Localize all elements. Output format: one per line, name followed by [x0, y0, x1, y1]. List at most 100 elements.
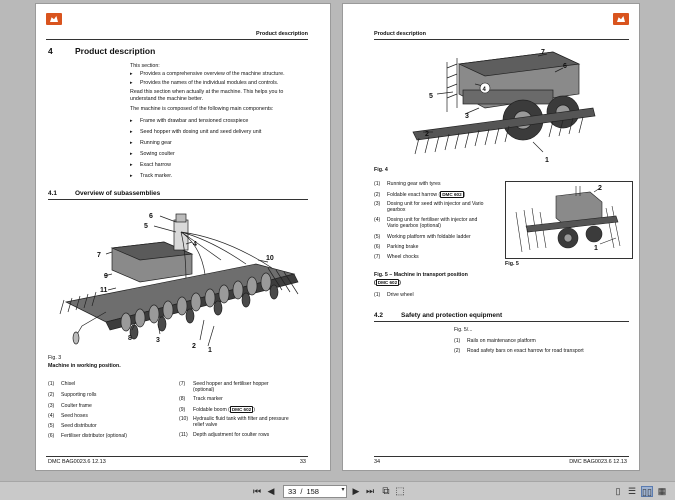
- section-rule: [48, 199, 308, 200]
- fig3-callout: 8: [128, 335, 132, 342]
- page-number-input[interactable]: 33/158: [283, 485, 347, 498]
- chapter-title: Product description: [75, 46, 156, 56]
- fig3-callout: 1: [208, 347, 212, 352]
- fig4-callout: 6: [563, 63, 567, 70]
- fig4-callout: 5: [429, 93, 433, 100]
- component-item: Track marker.: [130, 173, 172, 180]
- fit-page-icon[interactable]: ⧉: [382, 486, 390, 497]
- legend-item: (1)Drive wheel: [374, 292, 414, 298]
- legend-item: (11)Depth adjustment for coulter rows: [179, 432, 270, 438]
- legend-item: (7)Wheel chocks: [374, 254, 419, 260]
- section-rule: [374, 321, 629, 322]
- component-item: Seed hopper with dosing unit and seed de…: [130, 129, 261, 136]
- first-page-icon[interactable]: ⏮: [252, 486, 262, 496]
- fig4-label: Fig. 4: [374, 167, 388, 173]
- read-text: Read this section when actually at the m…: [130, 89, 284, 103]
- amazone-logo-icon: [46, 13, 62, 25]
- double-page-view-icon[interactable]: ▯▯: [641, 486, 653, 497]
- fig3-callout: 11: [100, 287, 108, 294]
- legend-item: (2)Supporting rolls: [48, 392, 97, 398]
- legend-item: (5)Seed distributor: [48, 423, 97, 429]
- fig4-callout: 1: [545, 157, 549, 164]
- model-badge: DMC 602: [229, 406, 254, 414]
- component-item: Exact harrow: [130, 162, 171, 169]
- footer-rule: [46, 456, 308, 457]
- header-rule: [374, 39, 629, 40]
- component-item: Sowing coulter: [130, 151, 175, 158]
- page-number: 33: [299, 459, 306, 465]
- component-item: Frame with drawbar and tensioned crosspi…: [130, 118, 248, 125]
- safety-fig-ref: Fig. 5/...: [454, 327, 473, 333]
- legend-item: (10)Hydraulic fluid tank with filter and…: [179, 416, 289, 429]
- legend-item: (1)Chisel: [48, 381, 76, 387]
- footer-rule: [374, 456, 629, 457]
- section-title: Overview of subassemblies: [75, 190, 161, 197]
- dropdown-icon[interactable]: ▾: [341, 487, 345, 493]
- fig4-callout: 3: [465, 113, 469, 120]
- section-number: 4.1: [48, 190, 58, 197]
- running-head: Product description: [374, 31, 426, 37]
- grid-view-icon[interactable]: ▦: [657, 486, 667, 496]
- fig5-machine-illustration: 2 1: [515, 185, 621, 253]
- last-page-icon[interactable]: ⏭: [365, 486, 375, 496]
- legend-item: (9)Foldable boom (DMC 602): [179, 406, 255, 414]
- fig3-caption: Machine in working position.: [48, 363, 121, 369]
- viewer-toolbar: ⏮ ◀ 33/158 ▾ ▶ ⏭ ⧉ ⬚ ▯ ☰ ▯▯ ▦: [0, 481, 675, 500]
- component-item: Running gear: [130, 140, 172, 147]
- components-intro: The machine is composed of the following…: [130, 106, 274, 112]
- intro-bullet: Provides the names of the individual mod…: [130, 80, 278, 87]
- legend-item: (6)Fertiliser distributor (optional): [48, 433, 127, 439]
- intro-text: This section:: [130, 63, 160, 69]
- footer-doc-id: DMC BAG0023.6 12.13: [48, 459, 106, 465]
- legend-item: (3)Dosing unit for seed with injector an…: [374, 201, 484, 214]
- fig4-machine-illustration: 7 6 5 4 3 2 1: [412, 49, 596, 164]
- next-page-icon[interactable]: ▶: [352, 486, 360, 496]
- fig4-callout: 2: [425, 131, 429, 138]
- fig3-callout: 10: [266, 255, 274, 262]
- amazone-logo-icon: [613, 13, 629, 25]
- right-page: Product description 7 6 5 4 3 2 1 Fig. 4…: [342, 3, 640, 471]
- running-head: Product description: [256, 31, 308, 37]
- fig3-callout: 5: [144, 223, 148, 230]
- fig5-callout: 2: [598, 185, 602, 192]
- legend-item: (3)Coulter frame: [48, 403, 92, 409]
- fit-width-icon[interactable]: ⬚: [395, 486, 405, 497]
- fig5-frame: 2 1: [505, 181, 633, 259]
- section-title: Safety and protection equipment: [401, 312, 503, 319]
- continuous-view-icon[interactable]: ☰: [627, 486, 637, 496]
- fig3-callout: 9: [104, 273, 108, 280]
- fig3-callout: 4: [193, 241, 197, 248]
- legend-item: (2)Foldable exact harrow (DMC 602): [374, 191, 466, 199]
- fig4-callout: 4: [483, 87, 487, 93]
- legend-item: (5)Working platform with foldable ladder: [374, 234, 471, 240]
- chapter-number: 4: [48, 46, 53, 56]
- fig3-callout: 6: [149, 213, 153, 220]
- legend-item: (1)Running gear with tyres: [374, 181, 441, 187]
- fig3-callout: 7: [97, 252, 101, 259]
- intro-bullet: Provides a comprehensive overview of the…: [130, 71, 285, 78]
- single-page-view-icon[interactable]: ▯: [615, 486, 621, 496]
- legend-item: (1)Rails on maintenance platform: [454, 338, 536, 344]
- page-number: 34: [374, 459, 381, 465]
- left-page: Product description 4 Product descriptio…: [35, 3, 331, 471]
- legend-item: (6)Parking brake: [374, 244, 419, 250]
- legend-item: (4)Dosing unit for fertiliser with injec…: [374, 217, 478, 230]
- fig5-caption: Fig. 5 – Machine in transport position(D…: [374, 272, 468, 287]
- legend-item: (8)Track marker: [179, 396, 223, 402]
- fig5-callout: 1: [594, 245, 598, 252]
- footer-doc-id: DMC BAG0023.6 12.13: [569, 459, 627, 465]
- legend-item: (4)Seed hoses: [48, 413, 88, 419]
- prev-page-icon[interactable]: ◀: [267, 486, 275, 496]
- fig3-callout: 2: [192, 343, 196, 350]
- fig3-machine-illustration: 6 5 4 7 9 11 10 8 3 2 1: [59, 213, 299, 352]
- legend-item: (2)Road safety bars on exact harrow for …: [454, 348, 584, 354]
- model-badge: DMC 602: [440, 191, 464, 199]
- model-badge: DMC 602: [375, 278, 400, 287]
- section-number: 4.2: [374, 312, 384, 319]
- fig4-callout: 7: [541, 49, 545, 56]
- fig3-label: Fig. 3: [48, 355, 62, 361]
- fig5-label: Fig. 5: [505, 261, 519, 267]
- legend-item: (7)Seed hopper and fertiliser hopper(opt…: [179, 381, 269, 394]
- fig3-callout: 3: [156, 337, 160, 344]
- header-rule: [46, 39, 308, 40]
